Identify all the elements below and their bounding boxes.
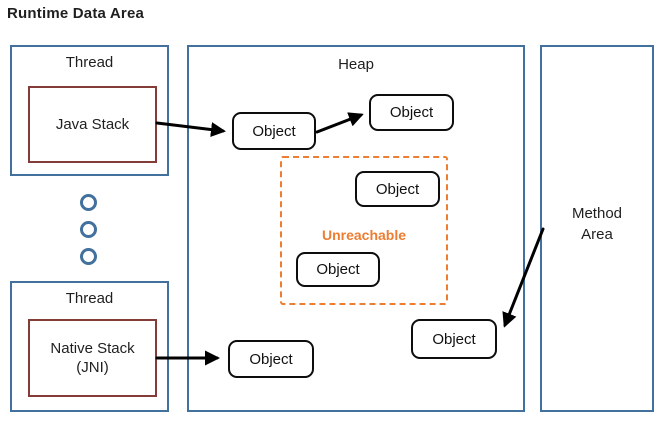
object-label: Object <box>389 104 434 121</box>
unreachable-region <box>280 156 448 305</box>
object-node-linked: Object <box>369 94 454 131</box>
method-area-label-wrap: Method Area <box>540 203 654 245</box>
object-label: Object <box>432 330 476 348</box>
object-label: Object <box>249 350 293 368</box>
ellipsis-circle <box>80 248 97 265</box>
java-stack-box: Java Stack <box>28 86 157 163</box>
diagram-title: Runtime Data Area <box>7 5 145 22</box>
object-node-reachable-native: Object <box>228 340 314 378</box>
heap-label: Heap <box>338 56 374 73</box>
ellipsis-circle <box>80 194 97 211</box>
object-label: Object <box>316 261 360 278</box>
java-stack-label: Java Stack <box>55 115 130 133</box>
native-stack-label: Native Stack (JNI) <box>50 339 135 377</box>
ellipsis-circle <box>80 221 97 238</box>
native-stack-box: Native Stack (JNI) <box>28 319 157 397</box>
object-node-unreachable-2: Object <box>296 252 380 287</box>
thread-top-label: Thread <box>65 54 114 71</box>
thread-bottom-label: Thread <box>65 290 114 307</box>
object-label: Object <box>375 180 420 198</box>
object-node-reachable-java: Object <box>232 112 316 150</box>
method-area-box <box>540 45 654 412</box>
unreachable-label: Unreachable <box>321 227 407 243</box>
object-node-unreachable-1: Object <box>355 171 440 207</box>
method-area-label: Method Area <box>571 205 623 243</box>
object-node-reachable-method-area: Object <box>411 319 497 359</box>
object-label: Object <box>252 122 296 140</box>
